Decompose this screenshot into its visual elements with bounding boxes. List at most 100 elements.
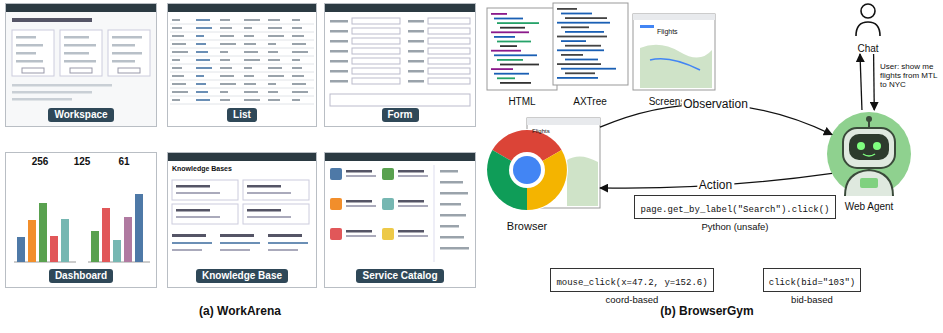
code-line xyxy=(497,59,523,61)
texture-stroke xyxy=(292,35,304,37)
texture-stroke xyxy=(268,27,282,29)
texture-stroke xyxy=(268,83,276,85)
texture-stroke xyxy=(292,27,302,29)
code-line xyxy=(500,27,525,29)
texture-stroke xyxy=(244,67,252,69)
kb-card xyxy=(172,180,238,200)
row-line xyxy=(170,40,314,41)
texture-stroke xyxy=(12,98,72,101)
texture-stroke xyxy=(112,60,135,63)
field xyxy=(352,38,400,44)
code-line xyxy=(500,45,517,47)
html-document xyxy=(487,8,557,90)
card xyxy=(12,30,54,76)
screenshot-tile: Service Catalog xyxy=(324,152,476,288)
texture-stroke xyxy=(268,59,280,61)
catalog-screen xyxy=(324,152,476,288)
catalog-icon xyxy=(382,198,394,210)
texture-stroke xyxy=(330,50,348,53)
texture-stroke xyxy=(330,80,348,83)
text-label: Flights xyxy=(532,128,550,134)
field xyxy=(352,68,400,74)
tab-bar xyxy=(633,14,715,20)
catalog-icon xyxy=(382,168,394,180)
code-line xyxy=(491,50,521,52)
code-line xyxy=(497,77,515,79)
robot-agent xyxy=(827,112,911,196)
figure-caption: Web Agent xyxy=(845,201,894,212)
code-line xyxy=(494,18,523,20)
texture-stroke xyxy=(440,236,464,239)
top-bar xyxy=(167,3,317,12)
top-bar xyxy=(324,3,476,12)
tile-label: Knowledge Base xyxy=(196,269,288,283)
axtree-document xyxy=(553,3,628,85)
texture-stroke xyxy=(12,91,92,94)
edge-label: Action xyxy=(697,178,734,192)
figure-caption: AXTree xyxy=(573,96,607,107)
texture-stroke xyxy=(330,40,348,43)
catalog-icon xyxy=(330,198,342,210)
chrome-logo xyxy=(486,129,568,211)
texture-stroke xyxy=(268,249,298,251)
text-label: Flights xyxy=(657,28,678,35)
texture-stroke xyxy=(247,185,281,188)
texture-stroke xyxy=(196,83,206,85)
tree-line xyxy=(565,17,607,19)
screen-texture xyxy=(12,8,654,262)
code-line xyxy=(497,41,531,43)
texture-stroke xyxy=(292,51,308,53)
texture-stroke xyxy=(346,230,372,233)
field xyxy=(428,48,470,54)
text-label: 256 xyxy=(32,156,49,167)
texture-stroke xyxy=(268,43,276,45)
figure-caption: Browser xyxy=(507,220,547,232)
field xyxy=(428,38,470,44)
texture-stroke xyxy=(408,40,424,43)
row-line xyxy=(170,24,314,25)
heading-bar xyxy=(12,18,92,22)
texture-stroke xyxy=(220,35,234,37)
texture-stroke xyxy=(112,36,142,39)
tree-line xyxy=(557,77,598,79)
code-text: mouse_click(x=47.2, y=152.6) xyxy=(556,278,707,288)
texture-stroke xyxy=(220,43,236,45)
tab-bar xyxy=(527,118,600,125)
divider xyxy=(434,165,435,262)
texture-stroke xyxy=(196,51,208,53)
texture-stroke xyxy=(292,67,302,69)
texture-stroke xyxy=(330,30,348,33)
field xyxy=(352,78,400,84)
texture-stroke xyxy=(268,234,302,237)
texture-stroke xyxy=(220,91,228,93)
text-label: 61 xyxy=(118,156,129,167)
person-icon xyxy=(856,4,880,36)
texture-stroke xyxy=(346,235,376,237)
code-line xyxy=(494,36,515,38)
figure-node: Chat xyxy=(848,2,888,54)
field xyxy=(428,18,470,24)
texture-stroke xyxy=(330,60,348,63)
connector-arrow xyxy=(873,54,875,110)
texture-stroke xyxy=(172,249,202,251)
texture-stroke xyxy=(398,175,428,177)
texture-stroke xyxy=(172,91,188,93)
texture-stroke xyxy=(196,19,210,21)
chat-label: Chat xyxy=(857,43,878,54)
bar xyxy=(39,203,47,262)
tree-line xyxy=(565,31,604,33)
texture-stroke xyxy=(244,59,260,61)
top-bar xyxy=(167,152,317,161)
texture-stroke xyxy=(220,67,232,69)
field xyxy=(352,28,400,34)
texture-stroke xyxy=(346,170,372,173)
texture-stroke xyxy=(244,75,254,77)
figure-node: AXTree xyxy=(553,3,628,85)
texture-stroke xyxy=(268,67,282,69)
texture-stroke xyxy=(220,59,230,61)
texture-stroke xyxy=(244,19,260,21)
field xyxy=(352,48,400,54)
tree-line xyxy=(557,49,604,51)
code-line xyxy=(491,13,507,15)
